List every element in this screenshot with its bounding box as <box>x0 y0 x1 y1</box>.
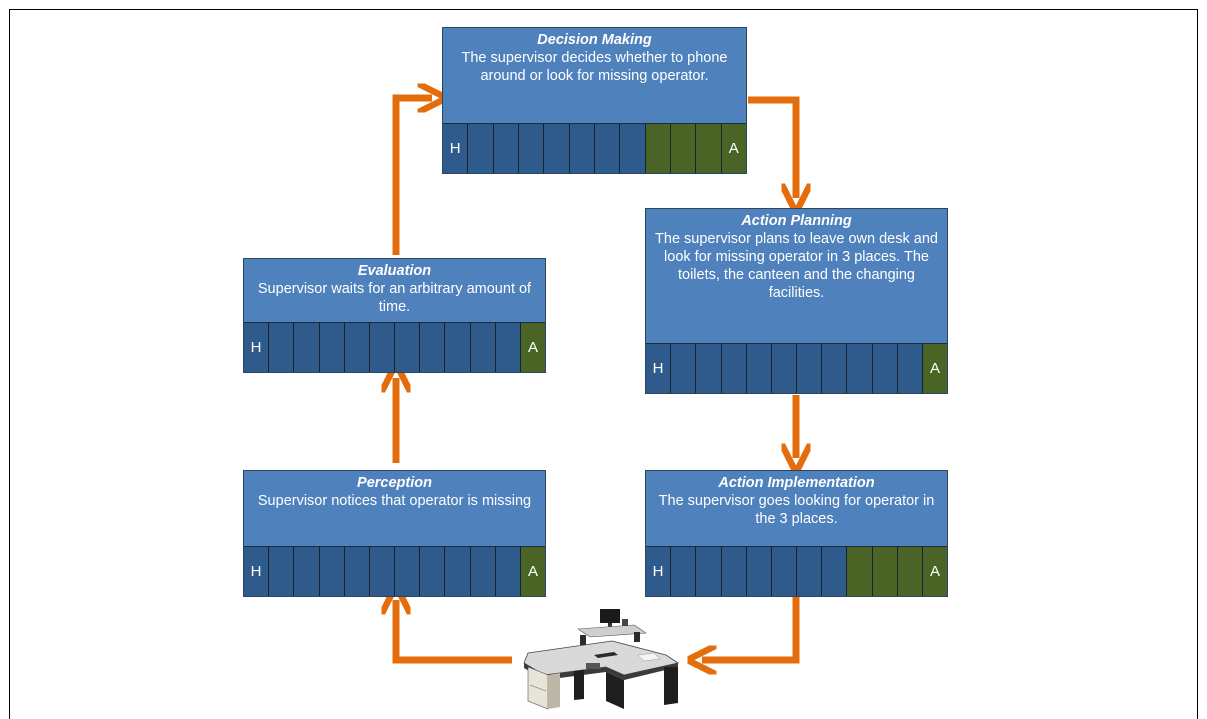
stage-title: Decision Making <box>537 32 652 48</box>
scale-cell-automation: A <box>921 344 948 393</box>
stage-description: Supervisor waits for an arbitrary amount… <box>257 281 532 315</box>
scale-cell <box>593 124 620 173</box>
scale-cell <box>770 547 797 596</box>
scale-cell <box>467 124 493 173</box>
scale-cell <box>419 547 445 596</box>
scale-cell-human: H <box>244 323 269 372</box>
scale-cell <box>695 124 721 173</box>
scale-cell <box>517 124 544 173</box>
scale-cell <box>670 344 696 393</box>
scale-cell-human: H <box>646 344 671 393</box>
scale-cell-automation: A <box>519 323 546 372</box>
scale-cell <box>745 547 771 596</box>
stage-description: Supervisor notices that operator is miss… <box>257 493 532 509</box>
stage-description: The supervisor decides whether to phone … <box>461 50 728 84</box>
stage-title: Evaluation <box>357 263 432 279</box>
scale-cell <box>318 547 344 596</box>
scale-cell <box>619 124 645 173</box>
scale-cell <box>846 344 872 393</box>
stage-action-planning: Action Planning The supervisor plans to … <box>645 208 948 394</box>
scale-cell <box>821 547 847 596</box>
stage-evaluation: Evaluation Supervisor waits for an arbit… <box>243 258 546 373</box>
scale-cell <box>644 124 670 173</box>
stage-header: Action Planning The supervisor plans to … <box>646 209 947 343</box>
stage-header: Perception Supervisor notices that opera… <box>244 471 545 546</box>
stage-description: The supervisor goes looking for operator… <box>658 493 935 527</box>
scale-cell <box>444 547 470 596</box>
scale-cell <box>368 547 395 596</box>
stage-action-implementation: Action Implementation The supervisor goe… <box>645 470 948 597</box>
scale-cell <box>318 323 344 372</box>
scale-cell <box>745 344 771 393</box>
stage-perception: Perception Supervisor notices that opera… <box>243 470 546 597</box>
scale-cell <box>720 547 746 596</box>
scale-cell-automation: A <box>720 124 746 173</box>
scale-cell <box>796 547 822 596</box>
scale-cell <box>720 344 746 393</box>
scale-cell <box>695 547 721 596</box>
scale-cell-human: H <box>443 124 468 173</box>
scale-cell <box>419 323 445 372</box>
scale-cell <box>871 547 897 596</box>
stage-header: Evaluation Supervisor waits for an arbit… <box>244 259 545 322</box>
arrow-desk-to-perception <box>396 600 512 664</box>
scale-cell <box>293 547 319 596</box>
scale-cell <box>543 124 569 173</box>
stage-decision-making: Decision Making The supervisor decides w… <box>442 27 747 174</box>
scale-cell <box>293 323 319 372</box>
scale-cell <box>896 547 922 596</box>
scale-cell <box>494 323 520 372</box>
scale-cell <box>394 323 420 372</box>
scale-cell <box>394 547 420 596</box>
scale-cell-human: H <box>646 547 671 596</box>
scale-cell <box>469 323 495 372</box>
scale-cell <box>268 323 294 372</box>
scale-cell <box>670 547 696 596</box>
scale-cell <box>821 344 847 393</box>
arrow-implementation-to-desk <box>702 597 800 660</box>
arrow-decision-to-planning <box>748 96 796 198</box>
scale-cell <box>568 124 594 173</box>
scale-cell <box>669 124 696 173</box>
scale-cell <box>492 124 518 173</box>
scale-cell-automation: A <box>921 547 948 596</box>
arrow-evaluation-to-decision <box>392 98 432 255</box>
stage-header: Decision Making The supervisor decides w… <box>443 28 746 123</box>
office-desk-icon <box>523 609 680 710</box>
stage-title: Perception <box>357 475 432 491</box>
scale-cell <box>796 344 822 393</box>
scale-cell <box>444 323 470 372</box>
scale-cell <box>695 344 721 393</box>
scale-cell <box>469 547 495 596</box>
scale-cell <box>846 547 872 596</box>
stage-description: The supervisor plans to leave own desk a… <box>655 231 938 301</box>
stage-title: Action Planning <box>741 213 852 229</box>
scale-cell <box>343 323 369 372</box>
scale-cell <box>268 547 294 596</box>
scale-cell <box>343 547 369 596</box>
scale-cell-human: H <box>244 547 269 596</box>
scale-cell <box>896 344 922 393</box>
scale-cell-automation: A <box>519 547 546 596</box>
scale-cell <box>368 323 395 372</box>
diagram-frame <box>9 9 1198 719</box>
stage-header: Action Implementation The supervisor goe… <box>646 471 947 546</box>
scale-cell <box>770 344 797 393</box>
stage-title: Action Implementation <box>718 475 875 491</box>
scale-cell <box>494 547 520 596</box>
scale-cell <box>871 344 897 393</box>
